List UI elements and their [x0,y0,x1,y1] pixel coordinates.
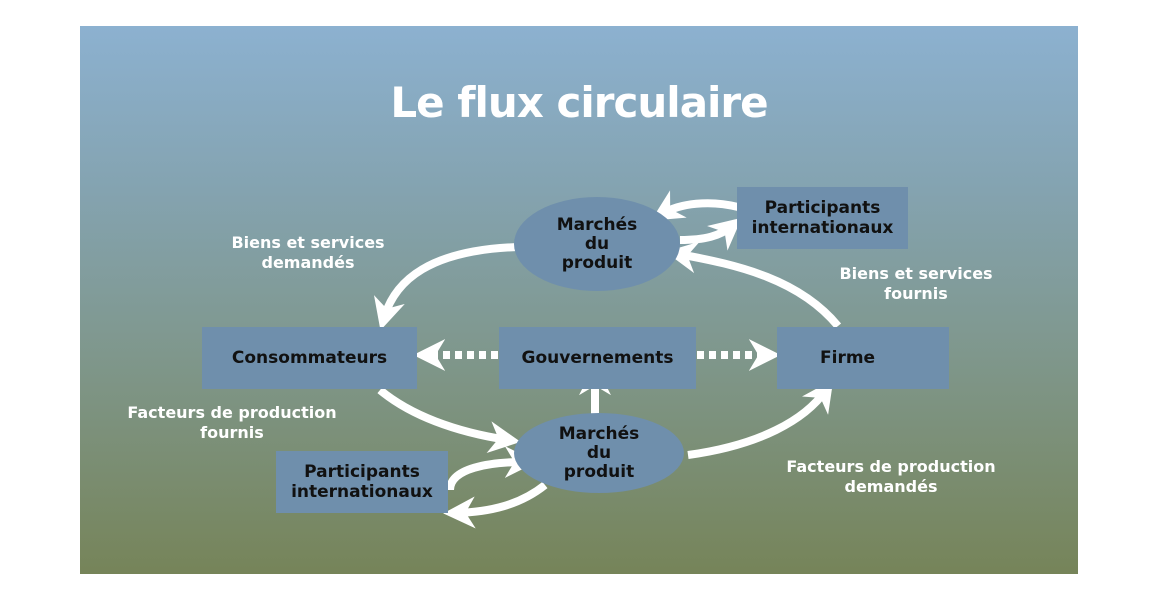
arrow-firm-to-market [665,241,842,329]
arrow-market-to-consumers [373,243,519,331]
node-consumers: Consommateurs [202,327,417,389]
label-factors-demanded: Facteurs de production demandés [771,457,1011,497]
intl-top-line1: Participants [764,198,881,218]
node-international-bottom: Participants internationaux [276,451,448,513]
goods-demanded-line2: demandés [261,253,355,272]
goods-supplied-line2: fournis [884,284,948,303]
node-government: Gouvernements [499,327,696,389]
node-firm: Firme [777,327,949,389]
node-product-market-top: Marchés du produit [514,197,680,291]
goods-supplied-line1: Biens et services [839,264,993,283]
arrow-intl-to-market-bottom [446,446,537,491]
arrow-market-to-firm [687,379,834,459]
market-bottom-line2: du [586,442,612,463]
factors-supplied-line2: fournis [200,423,264,442]
node-product-market-bottom: Marchés du produit [514,413,684,493]
market-bottom-line1: Marchés [558,423,640,444]
market-top-line1: Marchés [556,214,638,235]
arrow-market-to-intl-bottom [443,481,548,529]
market-top-line3: produit [561,252,633,273]
label-goods-supplied: Biens et services fournis [826,264,1006,304]
arrow-market-to-intl-top [679,217,742,251]
node-consumers-label: Consommateurs [231,348,388,368]
factors-supplied-line1: Facteurs de production [127,403,337,422]
market-bottom-line3: produit [563,461,635,482]
factors-demanded-line1: Facteurs de production [786,457,996,476]
goods-demanded-line1: Biens et services [231,233,385,252]
intl-bottom-line1: Participants [304,462,420,482]
label-goods-demanded: Biens et services demandés [218,233,398,273]
label-factors-supplied: Facteurs de production fournis [112,403,352,443]
market-top-line2: du [584,233,610,254]
intl-bottom-line2: internationaux [291,482,433,502]
node-international-top: Participants internationaux [737,187,908,249]
arrow-intl-to-market-top [651,190,739,221]
node-firm-label: Firme [820,348,876,368]
intl-top-line2: internationaux [751,218,894,238]
node-government-label: Gouvernements [521,348,674,368]
arrow-consumers-to-market [377,386,521,453]
diagram-title: Le flux circulaire [390,78,768,127]
factors-demanded-line2: demandés [844,477,938,496]
